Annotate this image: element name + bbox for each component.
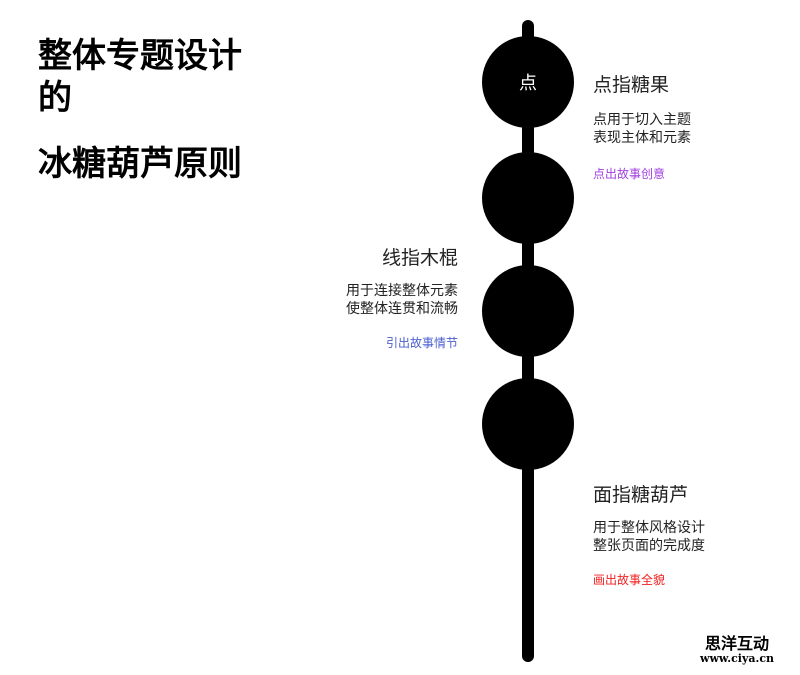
candy-ball-3 — [482, 265, 574, 357]
face-tag: 画出故事全貌 — [593, 573, 666, 587]
title-line-1: 整体专题设计 — [38, 36, 242, 76]
point-section: 点指糖果 点用于切入主题 表现主体和元素 点出故事创意 — [593, 70, 691, 182]
title-line-2: 的 — [38, 78, 72, 118]
face-desc-1: 用于整体风格设计 — [593, 520, 705, 536]
point-tag: 点出故事创意 — [593, 167, 666, 181]
line-tag: 引出故事情节 — [385, 336, 458, 350]
face-heading: 面指糖葫芦 — [593, 484, 689, 506]
point-heading: 点指糖果 — [593, 74, 670, 96]
candy-ball-4 — [482, 378, 574, 470]
title-line-3: 冰糖葫芦原则 — [38, 144, 242, 184]
candy-ball-2 — [482, 152, 574, 244]
watermark-url: www.ciya.cn — [699, 652, 775, 665]
line-desc-1: 用于连接整体元素 — [346, 283, 458, 299]
point-desc-1: 点用于切入主题 — [593, 112, 691, 128]
watermark-name: 思洋互动 — [704, 634, 769, 653]
face-desc-2: 整张页面的完成度 — [593, 538, 705, 554]
candy-ball-1: 点 — [482, 36, 574, 128]
face-section: 面指糖葫芦 用于整体风格设计 整张页面的完成度 画出故事全貌 — [593, 480, 705, 588]
point-desc-2: 表现主体和元素 — [593, 130, 691, 146]
line-section: 线指木棍 用于连接整体元素 使整体连贯和流畅 引出故事情节 — [346, 243, 458, 351]
watermark: 思洋互动 www.ciya.cn — [694, 635, 780, 665]
line-desc-2: 使整体连贯和流畅 — [346, 301, 458, 317]
line-heading: 线指木棍 — [381, 247, 458, 269]
